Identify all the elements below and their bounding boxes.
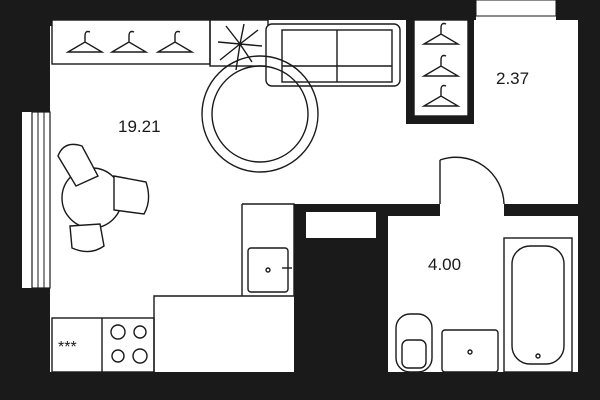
wardrobe-shelf xyxy=(51,19,211,65)
room-area-wardrobe: 2.37 xyxy=(496,69,529,88)
toilet-icon xyxy=(395,313,433,373)
hob-mark: *** xyxy=(58,339,77,356)
stove-icon: *** xyxy=(51,317,155,373)
window-icon xyxy=(31,111,51,289)
room-area-main: 19.21 xyxy=(118,117,161,136)
wardrobe-rail xyxy=(413,19,469,117)
sofa-icon xyxy=(265,23,401,87)
hanger-icon xyxy=(421,22,461,107)
window-icon xyxy=(475,0,557,17)
kitchen-counter xyxy=(153,203,295,372)
door-swing-icon xyxy=(439,156,505,205)
sink-icon xyxy=(247,247,292,293)
hanger-icon xyxy=(65,30,195,53)
sink-icon xyxy=(441,329,499,373)
plant-icon xyxy=(209,19,269,71)
bathtub-icon xyxy=(503,237,573,373)
room-area-bathroom: 4.00 xyxy=(428,255,461,274)
chair-icon xyxy=(57,143,150,253)
round-rug-icon xyxy=(201,55,319,173)
